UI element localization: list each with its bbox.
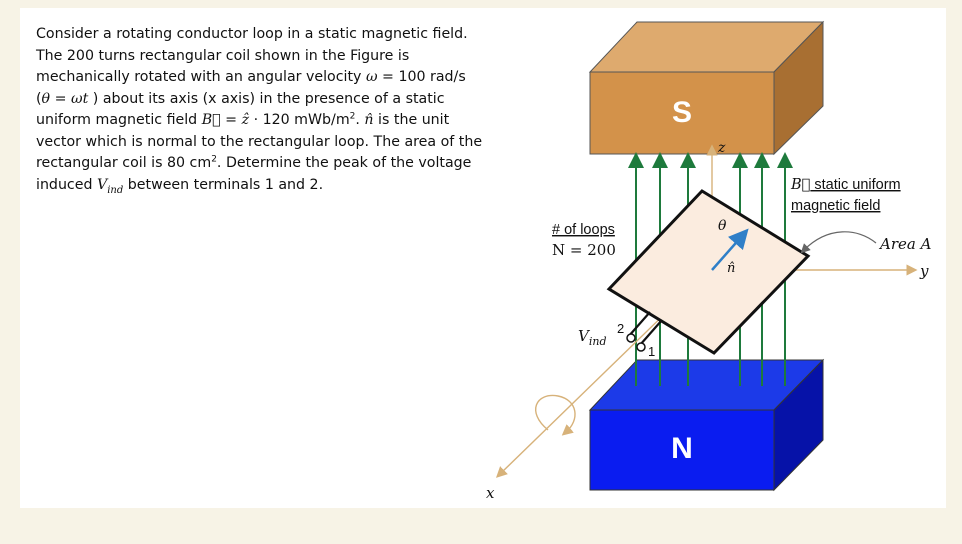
problem-statement: Consider a rotating conductor loop in a …: [36, 24, 526, 196]
theta-symbol: θ: [41, 90, 51, 107]
superscript: 2: [211, 154, 217, 165]
area-leader-line: [800, 231, 877, 254]
area-label: Area A: [878, 235, 932, 253]
north-magnet: N: [588, 358, 825, 492]
z-axis-label: z: [717, 140, 726, 156]
text: induced: [36, 176, 97, 193]
coil-lead: [627, 311, 651, 338]
text: between terminals 1 and 2.: [123, 176, 324, 193]
problem-line-4: (θ = ωt ) about its axis (x axis) in the…: [36, 89, 526, 111]
text: . Determine the peak of the voltage: [216, 155, 472, 171]
omega-symbol: ω: [365, 69, 378, 85]
problem-line-3: mechanically rotated with an angular vel…: [36, 67, 526, 89]
v-subscript: ind: [589, 335, 607, 348]
field-label-line-1: B⃗ static uniform: [790, 177, 901, 193]
south-pole-label: S: [672, 96, 692, 129]
coil-loop: [606, 189, 811, 355]
terminal-1: [636, 342, 646, 352]
north-magnet-front-face: [589, 409, 775, 491]
v-symbol: V: [96, 176, 108, 193]
field-label-text: static uniform: [810, 177, 900, 193]
theta-label: θ: [718, 218, 727, 234]
b-vector-symbol: B⃗: [790, 177, 810, 193]
coil-face: [606, 189, 811, 355]
field-label: B⃗ static uniform magnetic field: [790, 177, 901, 214]
text: = 100 rad/s: [377, 69, 466, 85]
terminal-1-label: 1: [648, 344, 655, 359]
south-magnet: S: [588, 20, 825, 156]
problem-line-8: induced Vind between terminals 1 and 2.: [36, 175, 526, 197]
text: =: [50, 90, 72, 107]
y-axis-label: y: [919, 262, 929, 280]
text: uniform magnetic field: [36, 112, 202, 128]
vind-label: Vind: [578, 327, 607, 348]
superscript: 2: [349, 111, 356, 122]
problem-line-6: vector which is normal to the rectangula…: [36, 133, 483, 150]
field-label-line-2: magnetic field: [791, 198, 880, 214]
subscript: ind: [107, 184, 124, 196]
terminal-2-label: 2: [617, 321, 624, 336]
z-hat-symbol: ẑ: [241, 112, 250, 128]
problem-line-5: uniform magnetic field B⃗ = ẑ · 120 mWb/…: [36, 110, 526, 132]
text: · 120 mWb/m: [249, 112, 350, 128]
v-symbol: V: [578, 327, 591, 345]
loops-value: N = 200: [552, 241, 616, 259]
problem-line-2: The 200 turns rectangular coil shown in …: [36, 47, 410, 64]
text: is the unit: [373, 112, 450, 128]
south-magnet-front-face: [589, 71, 775, 155]
normal-vector: [711, 228, 749, 271]
text: ) about its axis (x axis) in the presenc…: [88, 90, 445, 107]
north-pole-label: N: [671, 432, 693, 465]
b-vector-symbol: B⃗: [201, 112, 221, 128]
coil-lead: [639, 319, 663, 346]
omega-t-symbol: ωt: [71, 90, 89, 107]
text: rectangular coil is 80 cm: [36, 155, 212, 171]
problem-line-7: rectangular coil is 80 cm2. Determine th…: [36, 153, 526, 175]
text: mechanically rotated with an angular vel…: [36, 69, 366, 85]
normal-label: n̂: [727, 261, 735, 276]
loops-label: # of loops: [552, 222, 615, 238]
text: (: [36, 90, 42, 107]
n-hat-symbol: n̂: [364, 112, 374, 128]
rotation-arrow: [535, 394, 576, 436]
terminal-2: [626, 333, 636, 343]
text: .: [355, 112, 365, 128]
x-axis-label: x: [486, 484, 495, 502]
text: =: [220, 112, 242, 128]
problem-line-1: Consider a rotating conductor loop in a …: [36, 26, 468, 42]
